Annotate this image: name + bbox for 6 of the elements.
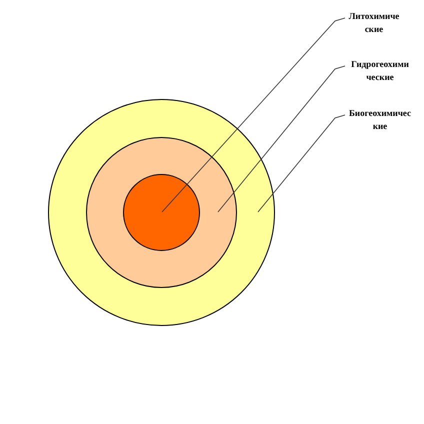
leader-line <box>258 114 346 212</box>
leader-line <box>162 18 346 212</box>
leader-label: Литохимиче ские <box>344 10 404 40</box>
leader-label: Гидрогеохими ческие <box>344 58 416 88</box>
leader-label: Биогеохимичес кие <box>344 107 416 137</box>
leader-line <box>218 66 346 212</box>
